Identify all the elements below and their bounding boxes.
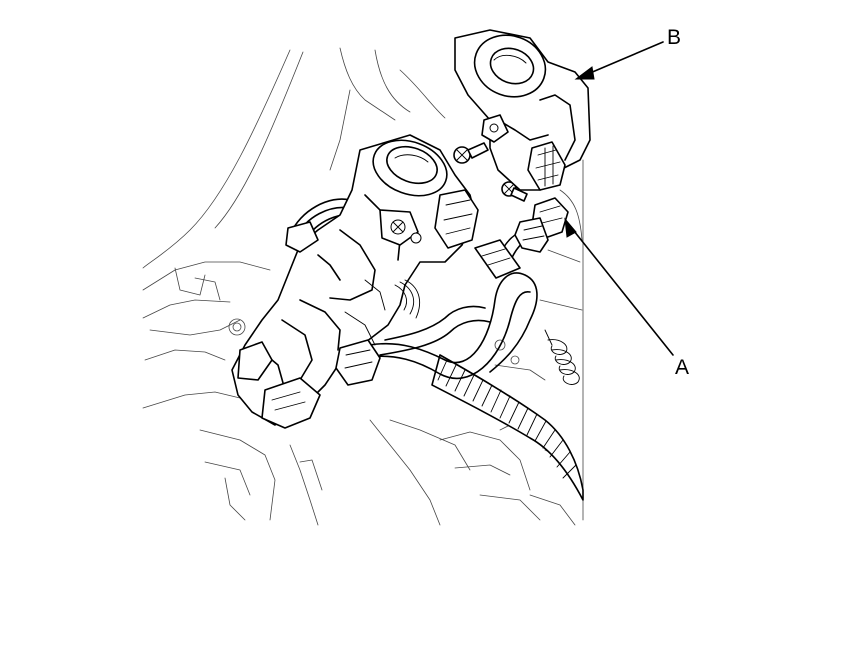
steering-lock-body <box>231 134 479 429</box>
background-structure <box>142 47 584 526</box>
callout-b-label: B <box>667 26 681 49</box>
callout-a: A <box>564 217 689 379</box>
mounting-screw-lower <box>501 181 528 202</box>
mounting-screw-upper <box>453 142 489 164</box>
immobilizer-unit-b <box>454 29 591 191</box>
corrugated-harness-tube <box>431 354 584 501</box>
connector-a <box>514 197 569 253</box>
spring-detail <box>544 329 580 385</box>
callout-b: B <box>574 26 681 80</box>
callout-a-label: A <box>675 356 689 379</box>
